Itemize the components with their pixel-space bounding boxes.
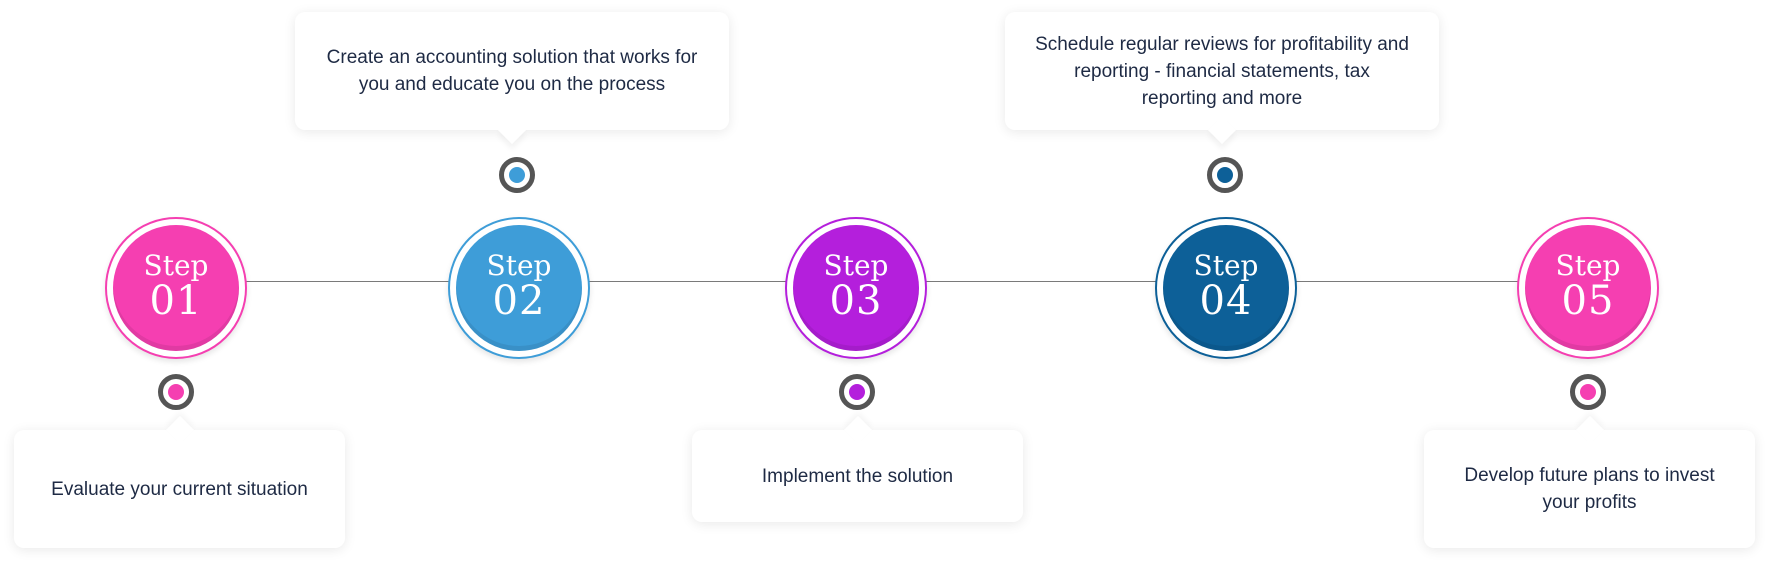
step-description-card-02: Create an accounting solution that works… bbox=[295, 12, 729, 130]
step-description-text: Develop future plans to invest your prof… bbox=[1464, 465, 1715, 513]
step-description-text: Create an accounting solution that works… bbox=[326, 47, 698, 95]
step-description-text: Implement the solution bbox=[761, 465, 954, 487]
step-description-card-03: Implement the solution bbox=[692, 430, 1023, 522]
step-description-card-05: Develop future plans to invest your prof… bbox=[1424, 430, 1755, 548]
step-description-card-01: Evaluate your current situation bbox=[14, 430, 345, 548]
step-circle-04: Step 04 bbox=[1155, 217, 1297, 359]
step-number: 04 bbox=[1199, 278, 1253, 324]
step-number: 01 bbox=[149, 278, 203, 324]
step-label: Step bbox=[1193, 249, 1259, 282]
step-marker-dot-03 bbox=[839, 374, 875, 410]
step-marker-dot-05 bbox=[1570, 374, 1606, 410]
step-circle-03: Step 03 bbox=[785, 217, 927, 359]
step-description-text: Schedule regular reviews for profitabili… bbox=[1035, 33, 1409, 109]
step-circle-05: Step 05 bbox=[1517, 217, 1659, 359]
step-marker-dot-02 bbox=[499, 157, 535, 193]
step-number: 02 bbox=[492, 278, 546, 324]
step-marker-dot-04 bbox=[1207, 157, 1243, 193]
step-circle-05-fill: Step 05 bbox=[1525, 225, 1651, 351]
step-circle-03-fill: Step 03 bbox=[793, 225, 919, 351]
step-circle-01-fill: Step 01 bbox=[113, 225, 239, 351]
step-circle-04-fill: Step 04 bbox=[1163, 225, 1289, 351]
step-circle-02-fill: Step 02 bbox=[456, 225, 582, 351]
step-description-text: Evaluate your current situation bbox=[51, 478, 308, 500]
step-label: Step bbox=[486, 249, 552, 282]
step-marker-dot-01 bbox=[158, 374, 194, 410]
step-circle-02: Step 02 bbox=[448, 217, 590, 359]
step-description-card-04: Schedule regular reviews for profitabili… bbox=[1005, 12, 1439, 130]
step-label: Step bbox=[1555, 249, 1621, 282]
step-label: Step bbox=[143, 249, 209, 282]
step-circle-01: Step 01 bbox=[105, 217, 247, 359]
step-number: 03 bbox=[829, 278, 883, 324]
step-number: 05 bbox=[1561, 278, 1615, 324]
step-label: Step bbox=[823, 249, 889, 282]
